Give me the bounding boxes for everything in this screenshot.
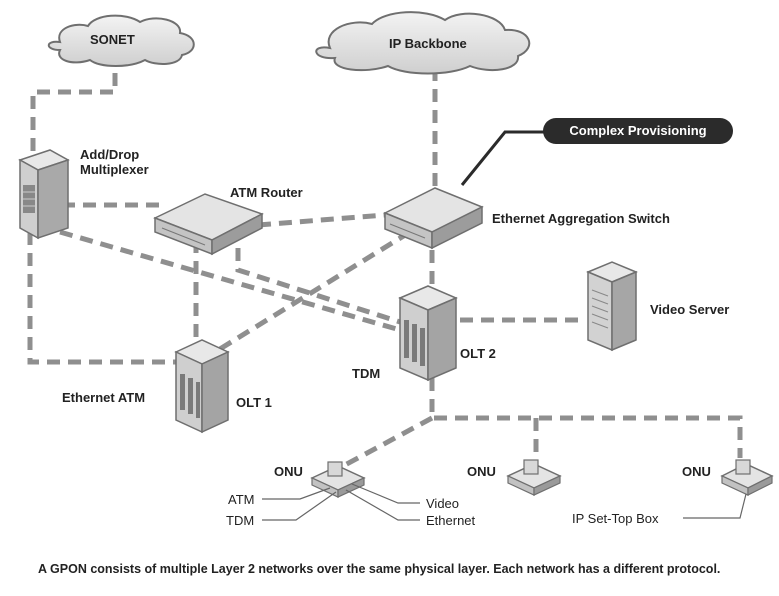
video-server-label: Video Server <box>650 302 730 317</box>
port-settop-label: IP Set-Top Box <box>572 511 659 526</box>
complex-provisioning-callout: Complex Provisioning <box>543 118 733 144</box>
ethernet-switch-device <box>383 187 484 250</box>
onu1-device <box>310 461 366 498</box>
ip-backbone-cloud <box>315 11 531 75</box>
onu2-label: ONU <box>467 464 496 479</box>
sonet-cloud <box>47 14 195 67</box>
olt1-label: OLT 1 <box>236 395 272 410</box>
figure-caption: A GPON consists of multiple Layer 2 netw… <box>38 562 721 576</box>
olt1-device <box>174 339 230 434</box>
onu-port-leaders <box>262 483 747 521</box>
olt1-side-label: Ethernet ATM <box>62 390 146 405</box>
link-router-switch <box>257 212 386 228</box>
add-drop-multiplexer-device <box>18 149 70 240</box>
link-olt2-bus <box>429 378 743 458</box>
onu3-device <box>720 459 774 496</box>
olt2-side-label: TDM <box>352 366 381 381</box>
link-router-olt2 <box>235 248 401 325</box>
link-adm-olt2 <box>59 229 401 333</box>
callout-pointer <box>460 130 545 186</box>
link-switch-olt1 <box>213 229 412 355</box>
onu3-label: ONU <box>682 464 711 479</box>
olt2-device <box>398 285 458 382</box>
port-atm-label: ATM <box>228 492 255 507</box>
ethernet-aggregation-switch-label: Ethernet Aggregation Switch <box>492 211 670 226</box>
video-server-device <box>586 261 638 352</box>
sonet-label: SONET <box>90 32 135 47</box>
olt2-label: OLT 2 <box>460 346 496 361</box>
network-links <box>27 52 743 468</box>
ip-backbone-label: IP Backbone <box>389 36 467 51</box>
port-video-label: Video <box>426 496 460 511</box>
onu1-label: ONU <box>274 464 303 479</box>
port-ethernet-label: Ethernet <box>426 513 476 528</box>
link-sonet-adm <box>30 52 118 165</box>
port-tdm-label: TDM <box>226 513 255 528</box>
atm-router-label: ATM Router <box>230 185 303 200</box>
onu2-device <box>506 459 562 496</box>
link-adm-olt1 <box>27 232 180 365</box>
add-drop-multiplexer-label: Add/Drop Multiplexer <box>80 147 149 177</box>
atm-router-device <box>153 193 264 256</box>
link-bus-onu1 <box>343 415 434 468</box>
